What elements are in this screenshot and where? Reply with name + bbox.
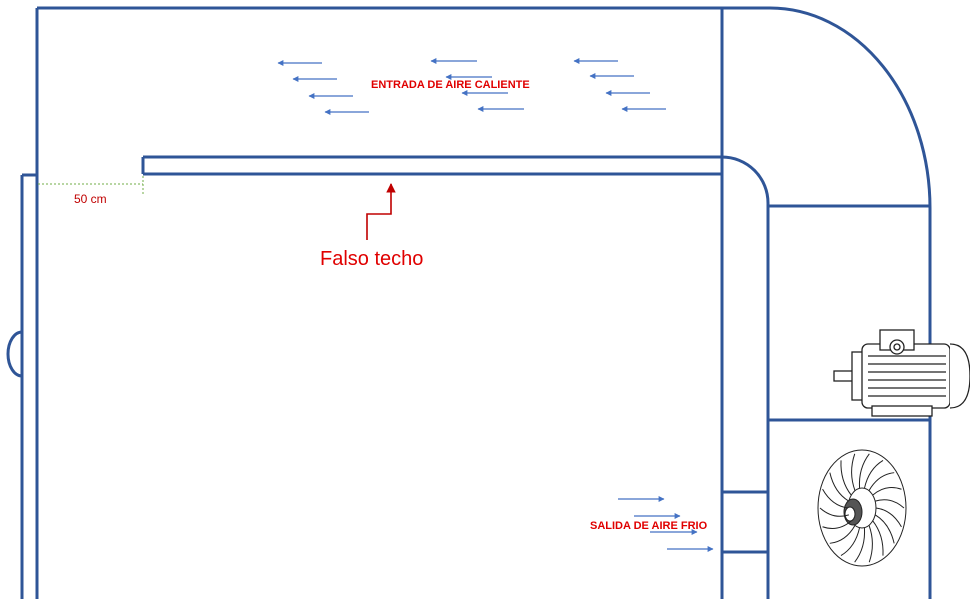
fan-blade (858, 453, 870, 489)
fan-blade (874, 514, 895, 544)
electric-motor-icon (833, 329, 970, 417)
fan-blade (851, 453, 856, 491)
fan-blade (872, 520, 884, 556)
fan-blade (863, 459, 884, 489)
fan-blade (875, 499, 905, 509)
fan-blade (819, 507, 849, 517)
fan-blade (829, 472, 850, 502)
room-walls (6, 6, 932, 599)
fan-blade (840, 460, 852, 496)
fan-blade (868, 472, 895, 491)
fan-blade (840, 527, 861, 557)
cold-air-outlet-label: SALIDA DE AIRE FRIO (590, 520, 708, 532)
fan-blade (829, 525, 856, 544)
fan-blade (875, 507, 902, 528)
fan-blade (822, 488, 849, 509)
false-ceiling (141, 155, 722, 176)
fan-blade (854, 527, 866, 563)
gap-dimension (38, 176, 144, 196)
gap-label: 50 cm (74, 192, 107, 206)
fan-blade (868, 525, 873, 563)
fan-blade (872, 487, 902, 496)
cold-air-arrows (618, 496, 714, 552)
hot-air-arrows (277, 58, 666, 115)
fan-blade (822, 520, 852, 529)
hot-air-inlet-label: ENTRADA DE AIRE CALIENTE (371, 79, 530, 91)
false-ceiling-label: Falso techo (320, 248, 423, 270)
centrifugal-fan-icon (817, 449, 907, 567)
false-ceiling-pointer (366, 183, 396, 240)
